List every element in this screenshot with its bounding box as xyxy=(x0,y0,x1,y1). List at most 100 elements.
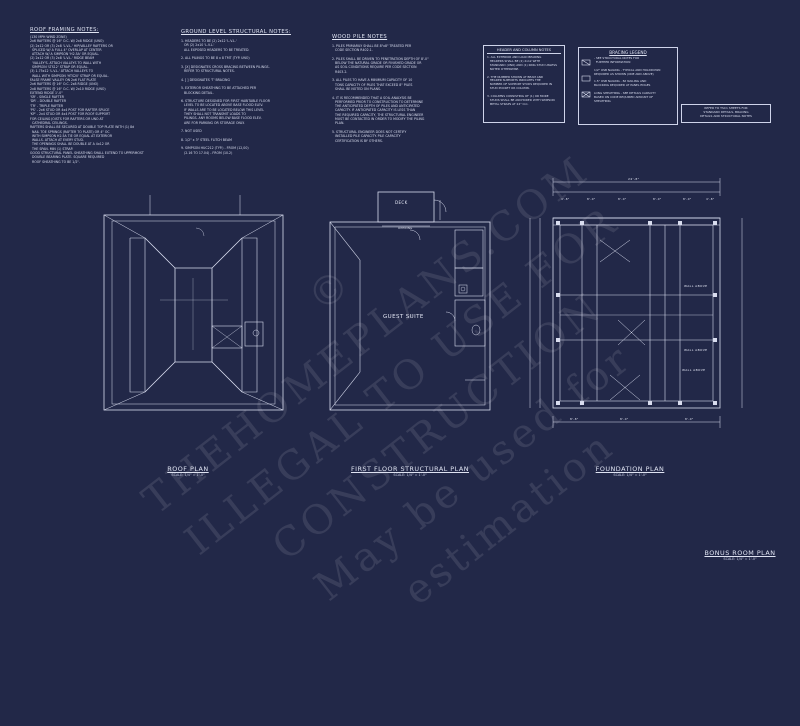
wood-notes-line: BELOW THE NATURAL GRADE OR FINISHED GRAD… xyxy=(332,61,422,66)
ground-notes-line: 6. STRUCTURE DESIGNED FOR FIRST HABITABL… xyxy=(181,99,270,104)
ground-notes-line: REFER TO STRUCTURAL NOTES. xyxy=(181,69,235,74)
wood-notes-line: PERFORMED PRIOR TO CONSTRUCTION TO DETER… xyxy=(332,99,424,104)
bracing-line: 1/2" OSB NAILING - TYPICAL AND HOLDDOWN xyxy=(594,67,661,72)
header-notes-line: 2. THE NUMBER SHOWN AT BEAM AND xyxy=(487,74,544,79)
bonus-room-caption: BONUS ROOM PLAN SCALE: 1/4" = 1'-0" xyxy=(690,549,790,561)
roof-notes-line: 'TR' - TRIPLE RAFTER xyxy=(30,103,64,108)
ground-notes-line: THEY SHALL NOT TRANSMIT LOADS TO xyxy=(181,112,246,117)
roof-notes-line: WALLS. ATTACH AT EVERY STUD. xyxy=(30,138,84,143)
roof-notes-line: 'SR' - SINGLE RAFTER xyxy=(30,95,65,100)
roof-notes-line: 2x6 RAFTERS @ 16" O.C. W/ 2x8 RIDGE (UNO… xyxy=(30,39,104,44)
wood-notes-line: 2. PILES SHALL BE DRIVEN TO PENETRATION … xyxy=(332,56,429,61)
foundation-dim: 8'-8" xyxy=(570,417,579,421)
roof-notes-line: 'VALLEY'S. ATTACH VALLEYS TO WALL WITH xyxy=(30,60,102,65)
roof-notes-line: 2x8 RAFTERS @ 16" O.C. W/ 2x10 RIDGE (UN… xyxy=(30,86,106,91)
ground-notes-line: 7. NOT USED xyxy=(181,129,202,134)
ground-notes-line: (2.16 TO 17.04) - FROM (10.2) xyxy=(181,150,233,155)
foundation-dim: 8'-0" xyxy=(620,417,629,421)
roof-notes-line: WITH SIMPSON H2.5A TIE OR EQUAL AT EXTER… xyxy=(30,133,113,138)
bracing-line: SHEATHING xyxy=(594,98,611,103)
bracing-legend: BRACING LEGEND - SEE STRUCTURAL NOTES FO… xyxy=(578,47,678,125)
roof-notes-line: SIMPSON 'LTS12' STRAP OR EQUAL. xyxy=(30,65,89,70)
wood-notes-line: CODE SECTION R402.1. xyxy=(332,48,373,53)
ground-notes-line: 4. [ ] DESIGNATES 'T' BRACING xyxy=(181,77,230,82)
header-notes-body: 1. ALL EXTERIOR AND LOAD BEARING HEADERS… xyxy=(487,55,561,107)
roof-notes-line: CATHEDRAL CEILINGS. xyxy=(30,120,68,125)
roof-notes-line: (3) 1.75x12 'L.V.L.' ATTACH VALLEYS TO xyxy=(30,69,94,74)
ground-notes-line: LEVEL TO BE LOCATED ABOVE BASE FLOOD ELE… xyxy=(181,103,264,108)
header-notes-line: STUD POCKET OR COLUMN. xyxy=(487,86,530,91)
wall-above-label: WALL ABOVE xyxy=(684,284,707,288)
roof-notes-line: 2x6 RAFTERS @ 16" O.C. 2x8 RIDGE (UNO) xyxy=(30,82,99,87)
ground-notes-line: ALL EXPOSED HEADERS TO BE TREATED. xyxy=(181,47,250,52)
header-column-notes: HEADER AND COLUMN NOTES 1. ALL EXTERIOR … xyxy=(483,45,565,123)
header-notes-title: HEADER AND COLUMN NOTES xyxy=(487,48,561,54)
bracing-line: REQUIRED AS SHOWN (ONE AND ABOVE) xyxy=(594,71,654,76)
wood-notes-line: 1. PILES PRIMARILY SHALL BE 8"x8" TREATE… xyxy=(332,44,412,48)
header-notes-line: HEADERS SHALL BE (2) 2x12 WITH xyxy=(487,58,541,63)
bracing-line: BASED ON CODE REQUIRED AMOUNT OF xyxy=(594,95,654,100)
wood-notes-line: PLAN. xyxy=(332,121,345,126)
plan-scale: SCALE: 1/4" = 1'-0" xyxy=(723,557,757,561)
wood-notes-line: CAPACITY. IF ANTICIPATED CAPACITY IS LES… xyxy=(332,108,416,113)
header-notes-line: NUMBER OF SUPPORT STUDS REQUIRED IN xyxy=(487,82,553,87)
ground-notes-line: 8. 1/2" x 3" STEEL FLITCH BEAM xyxy=(181,137,232,142)
roof-notes-line: ROOF SHEATHING TO BE 1/2". xyxy=(30,159,80,164)
roof-notes-line: (2) 2x12 OR (3) 2x8 'L.V.L.' HIP/VALLEY … xyxy=(30,43,113,48)
wood-notes-line: 4. IT IS RECOMMENDED THAT A SOIL ANALYSI… xyxy=(332,95,412,100)
ground-notes-line: IF WALLS ARE TO BE LOCATED BELOW THIS LE… xyxy=(181,107,265,112)
header-notes-line: STANDARD (UNO) AND (1) KING STUD UNLESS xyxy=(487,62,557,67)
header-notes-line: NOTED OTHERWISE. xyxy=(487,66,520,71)
deck-label: DECK xyxy=(395,200,408,205)
ground-level-notes: GROUND LEVEL STRUCTURAL NOTES: 1. HEADER… xyxy=(181,29,321,155)
roof-plan-drawing xyxy=(103,195,284,411)
foundation-dim: 8'-0" xyxy=(587,197,596,201)
roof-notes-line: 'PS' - 2x6 STUD OR 4x4 POST FOR RAFTER S… xyxy=(30,108,110,113)
wood-notes-line: R403.2. xyxy=(332,69,348,74)
drawing-canvas: GUEST SUITE DECK OPENING WALL ABOVE WALL… xyxy=(103,59,743,428)
bracing-line: - SEE STRUCTURAL NOTES FOR xyxy=(594,56,640,60)
ground-notes-line: 2. ALL PILINGS TO BE 8 x 8 TMT (TYP. UNO… xyxy=(181,56,250,61)
ground-notes-line: 3. [X] DESIGNATES CROSS BRACING BETWEEN … xyxy=(181,64,270,69)
roof-framing-notes: ROOF FRAMING NOTES: (130 MPH WIND ZONE)2… xyxy=(30,27,180,164)
roof-notes-line: DOUBLE BEARING PLATE. SQUARE REQUIRED xyxy=(30,155,105,160)
ground-notes-line: BLOCKING DETAIL. xyxy=(181,90,214,95)
roof-plan-caption: ROOF PLAN SCALE: 1/4" = 1'-0" xyxy=(128,465,248,477)
wood-notes-line: TONS CAPACITY OF PILES THAT EXCEED 8" PI… xyxy=(332,82,413,87)
wood-notes-body: 1. PILES PRIMARILY SHALL BE 8"x8" TREATE… xyxy=(332,44,472,143)
roof-notes-line: ATTACH W/ A SIMPSON 'H2.5A' OR EQUAL. xyxy=(30,52,100,57)
foundation-dim: 8'-0" xyxy=(683,197,692,201)
header-notes-line: 1. ALL EXTERIOR AND LOAD BEARING xyxy=(487,55,542,59)
bracing-body: - SEE STRUCTURAL NOTES FOR FURTHER INFOR… xyxy=(582,56,674,104)
header-notes-line: STUDS SHALL BE ANCHORED WITH SIMPSON xyxy=(487,97,555,102)
wood-notes-line: THE REQUIRED CAPACITY, THE STRUCTURAL EN… xyxy=(332,112,424,117)
bracing-line: FURTHER INFORMATION xyxy=(594,59,631,64)
wood-notes-line: AS SOIL CONDITIONS REQUIRE PER CODE SECT… xyxy=(332,65,417,70)
wood-notes-line: SHALL BE NOTED ON PLANS. xyxy=(332,86,382,91)
roof-notes-line: (130 MPH WIND ZONE) xyxy=(30,35,67,39)
foundation-caption: FOUNDATION PLAN SCALE: 1/4" = 1'-0" xyxy=(570,465,690,477)
ground-notes-line: OR (2) 2x10 'L.V.L.' xyxy=(181,43,215,48)
ground-notes-line: 1. HEADERS TO BE (2) 2x12 'L.V.L.' xyxy=(181,39,237,43)
roof-notes-line: 'DR' - DOUBLE RAFTER xyxy=(30,99,67,104)
plan-title: BONUS ROOM PLAN xyxy=(704,549,776,557)
foundation-dim: 4'-8" xyxy=(561,197,570,201)
roof-notes-line: SPLICED W/ A FULL 4" OVERLAP AT CENTER xyxy=(30,47,102,52)
ground-notes-line: 9. SIMPSON HUC212 (TYP.) - FROM (12,00) xyxy=(181,146,249,151)
roof-notes-line: (2) 2x12 OR (3) 2x8 'L.V.L.' RIDGE BEAM xyxy=(30,56,95,61)
wood-notes-line: 5. STRUCTURAL ENGINEER DOES NOT CERTIFY xyxy=(332,129,407,134)
refer-line: DETAILS AND STRUCTURAL NOTES xyxy=(700,114,752,119)
plan-scale: SCALE: 1/4" = 1'-0" xyxy=(613,473,647,477)
foundation-dim: 8'-0" xyxy=(618,197,627,201)
roof-notes-line: FOR CEILING JOISTS FOR RAFTERS OR UNO AT xyxy=(30,116,104,121)
wood-pile-notes: WOOD PILE NOTES 1. PILES PRIMARILY SHALL… xyxy=(332,34,472,143)
ground-notes-title: GROUND LEVEL STRUCTURAL NOTES: xyxy=(181,29,291,35)
wood-notes-line: CERTIFICATION IS BY OTHERS. xyxy=(332,138,383,143)
roof-notes-line: THE SPAN. MIN (1) STRAP. xyxy=(30,146,74,151)
bracing-symbols xyxy=(581,59,591,98)
foundation-plan-drawing xyxy=(529,178,743,428)
wood-notes-line: 3. ALL PILES TO HAVE A MINIMUM CAPACITY … xyxy=(332,78,413,83)
roof-notes-line: THE OPENINGS SHALL BE DOUBLE AT A 4x12 O… xyxy=(30,142,110,147)
bracing-line: 1.5" OSB NAILING - 8d NAILING AND xyxy=(594,79,647,84)
roof-notes-line: WALL WITH SIMPSON 'HTS20' STRAP OR EQUAL… xyxy=(30,73,109,78)
